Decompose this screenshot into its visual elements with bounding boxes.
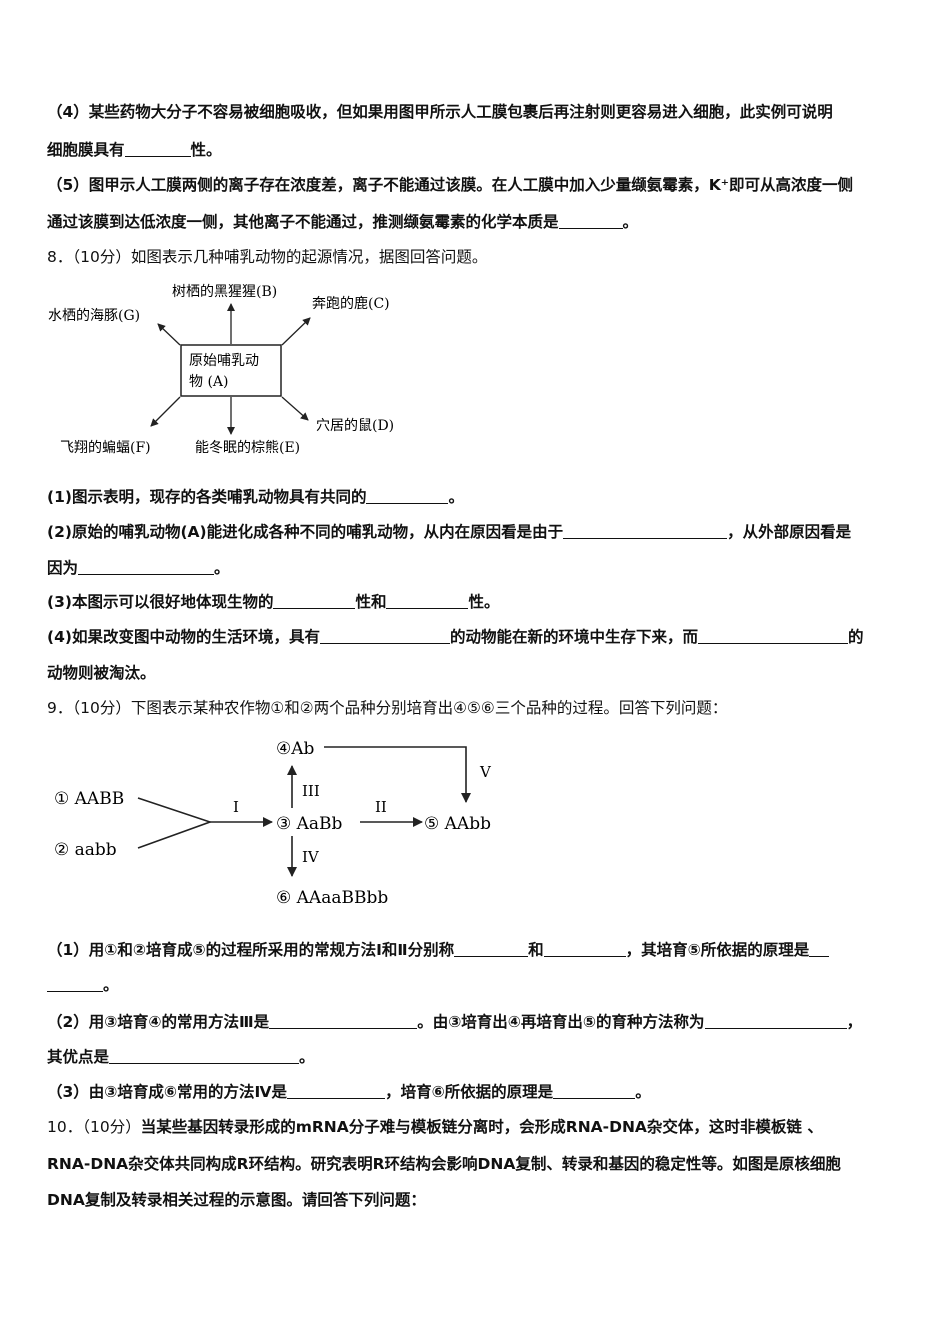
answer-blank[interactable]: [386, 593, 469, 609]
q8-sub2-mid: ，从外部原因看是: [727, 523, 852, 541]
q10-line1: 10．（10分）当某些基因转录形成的mRNA分子难与模板链分离时，会形成RNA-…: [47, 1117, 823, 1137]
breeding-diagram: ① AABB ② aabb I ③ AaBb II ⑤ AAbb III ④Ab…: [54, 739, 492, 908]
arrow-to-f: [150, 396, 181, 427]
q7-part5-end: 。: [622, 213, 639, 231]
q8-sub2-cont: 因为 。: [47, 558, 230, 578]
q7-part4-line2: 细胞膜具有 性。: [47, 140, 222, 160]
arrow-v: [324, 746, 471, 803]
label-v: V: [479, 763, 492, 781]
label-dolphin: 水栖的海豚(G): [48, 308, 140, 324]
q9-sub2-mid: 。由③培育出④再培育出⑤的育种方法称为: [417, 1013, 705, 1031]
q9-sub1-mid: 和: [528, 941, 544, 959]
q8-sub3: (3)本图示可以很好地体现生物的 性和 性。: [47, 592, 500, 612]
q8-sub3-end: 性。: [468, 593, 500, 611]
q8-sub1-end: 。: [448, 488, 464, 506]
answer-blank[interactable]: [553, 1083, 636, 1099]
q7-part5-line1: （5）图甲示人工膜两侧的离子存在浓度差，离子不能通过该膜。在人工膜中加入少量缬氨…: [47, 176, 853, 194]
node-aabb-recessive: ② aabb: [54, 840, 117, 860]
q8-sub4-text: (4)如果改变图中动物的生活环境，具有: [47, 628, 320, 646]
q10-line2: RNA-DNA杂交体共同构成R环结构。研究表明R环结构会影响DNA复制、转录和基…: [47, 1155, 841, 1173]
q8-sub2b-end: 。: [214, 559, 230, 577]
center-label-2: 物 (A): [189, 374, 228, 390]
answer-blank[interactable]: [78, 559, 215, 575]
answer-blank[interactable]: [124, 141, 191, 157]
q10-number: 10．（10分）: [47, 1118, 141, 1136]
q9-sub1b-end: 。: [103, 976, 119, 994]
node-tetraploid: ⑥ AAaaBBbb: [276, 888, 388, 908]
answer-blank[interactable]: [454, 941, 529, 957]
answer-blank[interactable]: [319, 628, 450, 644]
answer-blank[interactable]: [47, 976, 103, 992]
answer-blank[interactable]: [109, 1048, 300, 1064]
node-aabb-target: ⑤ AAbb: [424, 814, 491, 834]
q8-sub4: (4)如果改变图中动物的生活环境，具有 的动物能在新的环境中生存下来，而 的: [47, 627, 864, 647]
q9-sub2: （2）用③培育④的常用方法Ⅲ是 。由③培育出④再培育出⑤的育种方法称为 ，: [47, 1012, 862, 1032]
label-deer: 奔跑的鹿(C): [312, 295, 390, 312]
arrow-to-g: [157, 323, 181, 346]
label-i: I: [233, 798, 239, 816]
q9-sub2-text: （2）用③培育④的常用方法Ⅲ是: [47, 1013, 270, 1031]
answer-blank[interactable]: [273, 593, 356, 609]
q9-sub1-text: （1）用①和②培育成⑤的过程所采用的常规方法Ⅰ和Ⅱ分别称: [47, 941, 455, 959]
q9-stem: 9．（10分）下图表示某种农作物①和②两个品种分别培育出④⑤⑥三个品种的过程。回…: [47, 699, 728, 717]
answer-blank[interactable]: [269, 1013, 418, 1029]
q8-sub1-text: (1)图示表明，现存的各类哺乳动物具有共同的: [47, 488, 367, 506]
q9-sub3-mid: ，培育⑥所依据的原理是: [385, 1083, 554, 1101]
answer-blank[interactable]: [809, 941, 830, 957]
answer-blank[interactable]: [287, 1083, 386, 1099]
q8-sub4-cont: 动物则被淘汰。: [47, 664, 156, 682]
node-aabb-dominant: ① AABB: [54, 789, 124, 809]
q9-sub2-cont: 其优点是 。: [47, 1047, 315, 1067]
label-ii: II: [375, 798, 387, 816]
q8-sub3-mid: 性和: [355, 593, 387, 611]
q10-text: 当某些基因转录形成的mRNA分子难与模板链分离时，会形成RNA-DNA杂交体，这…: [140, 1118, 823, 1136]
q8-sub3-text: (3)本图示可以很好地体现生物的: [47, 593, 274, 611]
answer-blank[interactable]: [697, 628, 848, 644]
arrow-to-c: [281, 317, 311, 346]
q7-part4-end: 性。: [190, 141, 222, 159]
answer-blank[interactable]: [704, 1013, 847, 1029]
label-chimpanzee: 树栖的黑猩猩(B): [172, 284, 277, 300]
q9-sub3: （3）由③培育成⑥常用的方法Ⅳ是 ，培育⑥所依据的原理是 。: [47, 1082, 651, 1102]
label-bat: 飞翔的蝙蝠(F): [60, 440, 151, 456]
arrow-to-d: [281, 396, 309, 421]
q9-sub2b-end: 。: [299, 1048, 315, 1066]
q8-stem: 8．（10分）如图表示几种哺乳动物的起源情况，据图回答问题。: [47, 248, 488, 266]
center-label-1: 原始哺乳动: [189, 353, 259, 369]
q8-sub2-text: (2)原始的哺乳动物(A)能进化成各种不同的哺乳动物，从内在原因看是由于: [47, 523, 564, 541]
q9-sub3-text: （3）由③培育成⑥常用的方法Ⅳ是: [47, 1083, 288, 1101]
q8-sub2b-text: 因为: [47, 559, 79, 577]
answer-blank[interactable]: [563, 523, 728, 539]
q8-sub4-mid: 的动物能在新的环境中生存下来，而: [449, 628, 698, 646]
node-aabb-hybrid: ③ AaBb: [276, 814, 343, 834]
q7-part4-text: 细胞膜具有: [47, 141, 125, 159]
mammal-origin-diagram: 原始哺乳动 物 (A) 树栖的黑猩猩(B) 奔跑的鹿(C) 水栖的海豚(G) 穴…: [48, 284, 394, 456]
label-bear: 能冬眠的棕熊(E): [195, 440, 300, 456]
q9-sub2b-text: 其优点是: [47, 1048, 110, 1066]
q9-sub1-tail: ，其培育⑤所依据的原理是: [625, 941, 810, 959]
node-ab-haploid: ④Ab: [276, 739, 315, 759]
answer-blank[interactable]: [558, 213, 623, 229]
answer-blank[interactable]: [543, 941, 626, 957]
q9-sub1: （1）用①和②培育成⑤的过程所采用的常规方法Ⅰ和Ⅱ分别称 和 ，其培育⑤所依据的原理…: [47, 940, 830, 960]
q9-sub2-end: ，: [846, 1013, 863, 1031]
q8-sub4-end: 的: [847, 628, 864, 646]
q9-sub1-cont: 。: [47, 975, 119, 995]
answer-blank[interactable]: [366, 488, 449, 504]
q9-sub3-end: 。: [635, 1083, 651, 1101]
q10-line3: DNA复制及转录相关过程的示意图。请回答下列问题：: [47, 1191, 426, 1209]
q8-sub1: (1)图示表明，现存的各类哺乳动物具有共同的 。: [47, 487, 464, 507]
q7-part5-line2: 通过该膜到达低浓度一侧，其他离子不能通过，推测缬氨霉素的化学本质是 。: [47, 212, 638, 232]
q7-part4-line1: （4）某些药物大分子不容易被细胞吸收，但如果用图甲所示人工膜包裹后再注射则更容易…: [47, 103, 833, 121]
cross-lines: [137, 797, 213, 849]
label-iv: IV: [302, 848, 320, 866]
label-iii: III: [302, 782, 320, 800]
q7-part5-text: 通过该膜到达低浓度一侧，其他离子不能通过，推测缬氨霉素的化学本质是: [47, 213, 559, 231]
center-box: [180, 344, 282, 397]
label-mouse: 穴居的鼠(D): [316, 418, 394, 434]
q8-sub2: (2)原始的哺乳动物(A)能进化成各种不同的哺乳动物，从内在原因看是由于 ，从外部…: [47, 522, 851, 542]
